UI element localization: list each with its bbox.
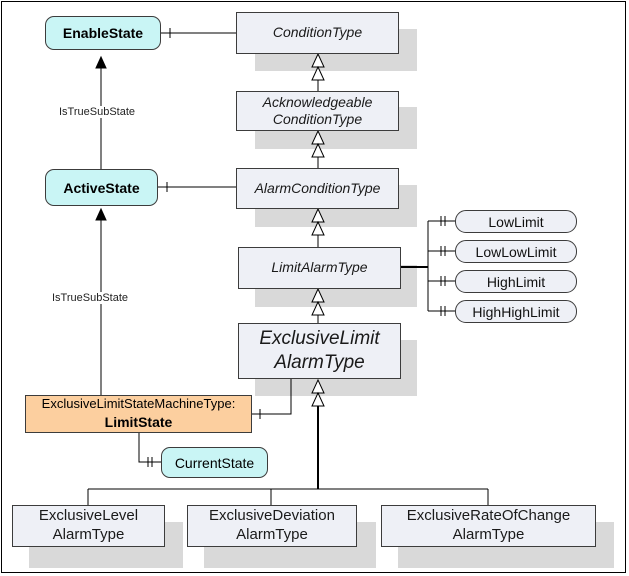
low-low-limit-label: LowLowLimit <box>475 243 557 260</box>
issubstate-label-bottom: IsTrueSubState <box>51 292 130 304</box>
limit-alarm-type-label: LimitAlarmType <box>271 259 368 276</box>
enable-state-label: EnableState <box>62 25 144 41</box>
low-low-limit-property[interactable]: LowLowLimit <box>455 240 577 263</box>
high-high-limit-property[interactable]: HighHighLimit <box>455 300 577 323</box>
state-machine-name-label: LimitState <box>104 414 173 431</box>
acknowledgeable-label-line2: ConditionType <box>272 111 363 127</box>
exclusive-deviation-label-line1: ExclusiveDeviation <box>209 507 335 525</box>
exclusive-level-alarm-type-node[interactable]: ExclusiveLevel AlarmType <box>12 505 165 547</box>
subtype-tree <box>87 378 489 505</box>
exclusive-limit-alarm-type-node[interactable]: ExclusiveLimit AlarmType <box>238 323 401 379</box>
high-high-limit-label: HighHighLimit <box>472 303 560 320</box>
issubstate-label-top: IsTrueSubState <box>58 106 137 118</box>
low-limit-label: LowLimit <box>488 213 544 230</box>
exclusive-rate-of-change-alarm-type-node[interactable]: ExclusiveRateOfChange AlarmType <box>381 505 596 547</box>
limit-alarm-type-node[interactable]: LimitAlarmType <box>238 247 401 289</box>
limit-state-machine[interactable]: ExclusiveLimitStateMachineType: LimitSta… <box>25 395 252 433</box>
exclusive-level-label-line1: ExclusiveLevel <box>38 507 139 525</box>
condition-type-node[interactable]: ConditionType <box>236 12 399 54</box>
acknowledgeable-label-line1: Acknowledgeable <box>262 93 373 110</box>
state-machine-type-label: ExclusiveLimitStateMachineType: <box>41 396 236 412</box>
high-limit-label: HighLimit <box>486 273 546 290</box>
active-state[interactable]: ActiveState <box>45 169 158 206</box>
exclusive-deviation-alarm-type-node[interactable]: ExclusiveDeviation AlarmType <box>187 505 357 547</box>
enable-state[interactable]: EnableState <box>45 16 161 50</box>
exclusive-limit-label-line1: ExclusiveLimit <box>259 328 380 350</box>
exclusive-rate-of-change-label-line1: ExclusiveRateOfChange <box>406 507 571 525</box>
subtype-edges <box>311 52 325 323</box>
alarm-condition-type-label: AlarmConditionType <box>254 179 381 196</box>
low-limit-property[interactable]: LowLimit <box>455 210 577 233</box>
high-limit-property[interactable]: HighLimit <box>455 270 577 293</box>
exclusive-deviation-label-line2: AlarmType <box>236 526 308 543</box>
current-state-label: CurrentState <box>174 454 255 471</box>
acknowledgeable-condition-type-node[interactable]: Acknowledgeable ConditionType <box>236 91 399 131</box>
condition-type-label: ConditionType <box>272 24 363 41</box>
exclusive-level-label-line2: AlarmType <box>52 526 125 543</box>
active-state-label: ActiveState <box>63 179 140 196</box>
alarm-condition-type-node[interactable]: AlarmConditionType <box>236 168 399 209</box>
current-state[interactable]: CurrentState <box>161 447 268 478</box>
exclusive-limit-label-line2: AlarmType <box>274 352 365 373</box>
component-edges <box>138 28 455 467</box>
exclusive-rate-of-change-label-line2: AlarmType <box>452 526 525 543</box>
